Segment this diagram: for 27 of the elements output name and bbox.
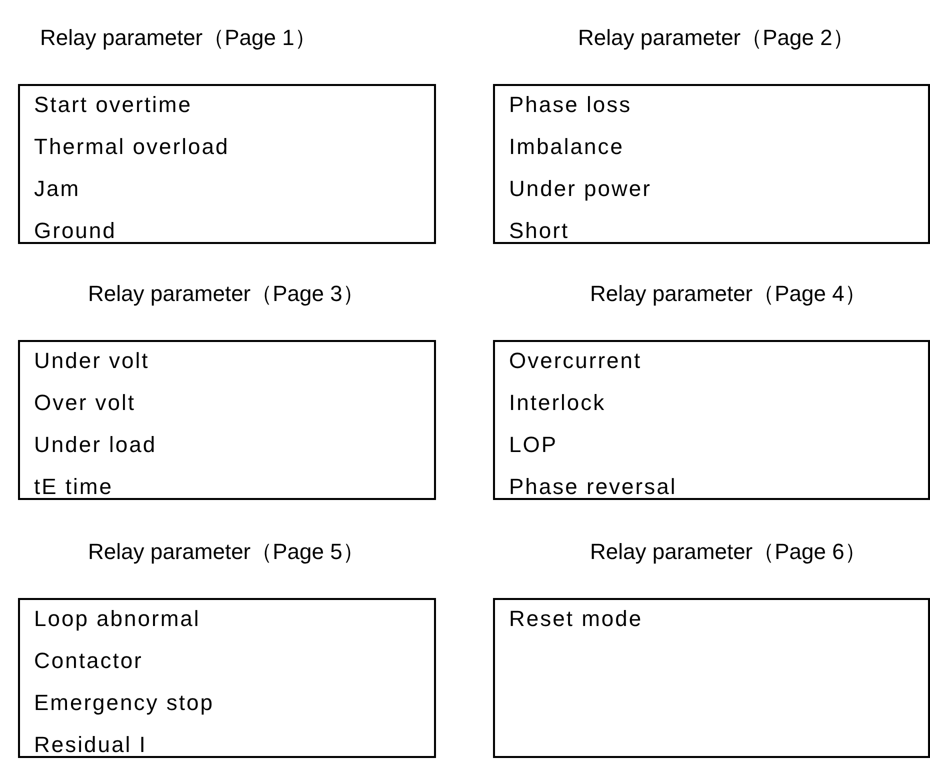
- parameter-item: Phase loss: [509, 92, 632, 118]
- parameter-item: Residual I: [34, 732, 147, 758]
- panel-title: Relay parameter（Page 6）: [590, 538, 866, 566]
- panel-title: Relay parameter（Page 5）: [88, 538, 364, 566]
- parameter-item: Phase reversal: [509, 474, 677, 500]
- parameter-item: Short: [509, 218, 570, 244]
- parameter-item: LOP: [509, 432, 558, 458]
- parameter-item: Loop abnormal: [34, 606, 200, 632]
- panel-title: Relay parameter（Page 1）: [40, 24, 316, 52]
- panel-title: Relay parameter（Page 3）: [88, 280, 364, 308]
- parameter-item: tE time: [34, 474, 113, 500]
- parameter-item: Over volt: [34, 390, 136, 416]
- parameter-item: Emergency stop: [34, 690, 214, 716]
- parameter-item: Under volt: [34, 348, 150, 374]
- parameter-item: Reset mode: [509, 606, 643, 632]
- parameter-item: Ground: [34, 218, 116, 244]
- parameter-item: Interlock: [509, 390, 606, 416]
- panel-title: Relay parameter（Page 4）: [590, 280, 866, 308]
- parameter-item: Under load: [34, 432, 157, 458]
- parameter-item: Under power: [509, 176, 652, 202]
- parameter-item: Thermal overload: [34, 134, 230, 160]
- parameter-item: Imbalance: [509, 134, 624, 160]
- parameter-item: Start overtime: [34, 92, 192, 118]
- panel-title: Relay parameter（Page 2）: [578, 24, 854, 52]
- parameter-item: Jam: [34, 176, 80, 202]
- parameter-item: Contactor: [34, 648, 143, 674]
- parameter-item: Overcurrent: [509, 348, 642, 374]
